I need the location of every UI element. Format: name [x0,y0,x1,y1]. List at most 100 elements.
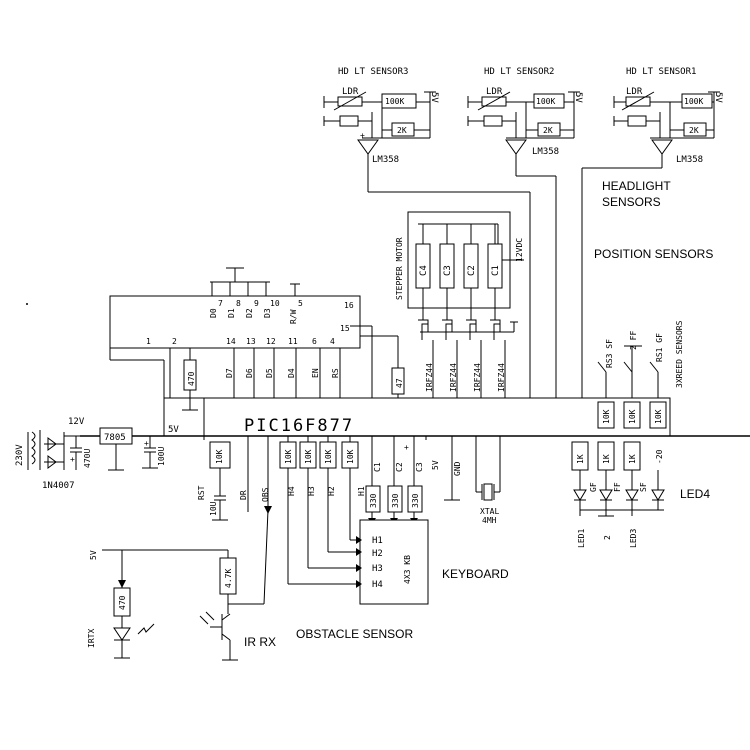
svg-text:2 FF: 2 FF [629,331,638,350]
position-sensors-label: POSITION SENSORS [594,247,713,261]
fet-label-4: IRFZ44 [497,363,506,392]
svg-text:8: 8 [236,299,241,308]
headlight-label-1: HEADLIGHT [602,179,671,193]
svg-text:C2: C2 [395,462,404,472]
coil-c1: C1 [487,224,503,320]
svg-text:C1: C1 [491,265,501,276]
svg-text:47: 47 [395,378,404,388]
svg-text:D6: D6 [245,368,254,378]
sensor-title: HD LT SENSOR2 [484,67,554,77]
ac-label: 230V [15,444,25,466]
rst-label: RST [197,485,206,500]
ir-led-symbol [113,627,131,641]
cap-in-label: 470U [83,449,92,468]
svg-text:D2: D2 [245,308,254,318]
svg-text:C3: C3 [415,462,424,472]
opamp-label: LM358 [372,155,399,165]
led4-label: LED4 [680,487,710,501]
gnd-label: GND [453,461,462,476]
cap-out-label: 100U [157,447,166,466]
svg-text:D5: D5 [265,368,274,378]
resistor-10k-reed-1 [597,401,615,429]
obstacle-sensor-label: OBSTACLE SENSOR [296,627,413,641]
sensor-title: HD LT SENSOR1 [626,67,696,77]
svg-text:LED1: LED1 [577,529,586,548]
svg-text:5: 5 [298,299,303,308]
svg-text:H1: H1 [372,536,383,546]
svg-text:10K: 10K [284,449,293,464]
resistor-330-c1 [365,485,381,513]
r1-label: 100K [385,97,404,106]
svg-text:C1: C1 [373,462,382,472]
svg-text:H1: H1 [357,486,366,496]
led-outputs: 1K 1K 1K -20 GF FF SF LED1 2 LED3 [571,441,665,548]
svg-text:15: 15 [340,324,350,333]
svg-text:RS1 GF: RS1 GF [655,333,664,362]
svg-text:EN: EN [311,368,320,378]
xtal-label-2: 4MH [482,516,497,525]
pic-microcontroller: PIC16F877 [203,397,671,437]
svg-text:10K: 10K [628,409,637,424]
svg-text:1K: 1K [628,454,637,464]
coil-c3: C3 [439,224,455,320]
svg-text:LED3: LED3 [629,529,638,548]
coil-c2: C2 [463,224,479,320]
keypad-label: 4X3 KB [403,555,412,584]
svg-text:4.7K: 4.7K [224,569,233,588]
fet-label-2: IRFZ44 [449,363,458,392]
svg-text:10K: 10K [324,449,333,464]
stepper-label: STEPPER MOTOR [395,237,404,300]
regulator-label: 7805 [104,433,126,443]
keyboard-label: KEYBOARD [442,567,509,581]
led4-symbol [651,489,665,501]
ir-rx-label: IR RX [244,635,276,649]
opamp-label: LM358 [676,155,703,165]
irtx-label: IRTX [87,629,96,648]
input-voltage: 12V [68,417,85,427]
svg-text:13: 13 [246,337,256,346]
power-supply: 230V 1N4007 12V + 470U 7805 + 100U [15,417,166,491]
mcu-5v-label: 5V [168,425,179,435]
xtal-label-1: XTAL [480,507,499,516]
keypad-body [359,519,429,605]
svg-text:6: 6 [312,337,317,346]
svg-text:9: 9 [254,299,259,308]
supply-label: 5V [429,92,439,103]
reed-sensors: RS3 SF 2 FF RS1 GF 3XREED SENSORS 10K 10… [597,320,684,429]
svg-text:470: 470 [118,595,127,610]
ir-5v-label: 5V [89,550,98,560]
svg-text:D4: D4 [287,368,296,378]
opamp-label: LM358 [532,147,559,157]
resistor-330-c2 [387,485,403,513]
svg-text:D3: D3 [263,308,272,318]
crystal [483,483,493,501]
supply-label: 5V [713,92,723,103]
svg-text:10K: 10K [346,449,355,464]
svg-text:D1: D1 [227,308,236,318]
svg-text:4: 4 [330,337,335,346]
trim-pot [627,115,647,127]
svg-text:SF: SF [639,482,648,492]
svg-text:C4: C4 [419,265,429,276]
svg-text:10K: 10K [602,409,611,424]
svg-text:+: + [144,439,149,448]
keypad-4x3: 4X3 KB H1 H2 H3 H4 [288,519,429,605]
stepper-motor: STEPPER MOTOR 12VDC C4 C3 C2 C1 [395,211,524,398]
r1-label: 100K [536,97,555,106]
svg-text:10: 10 [270,299,280,308]
lcd-connector: D0 D1 D2 D3 R/W 7 8 9 10 5 16 15 1 2 14 … [109,267,399,398]
resistor-10k-h2 [319,441,337,469]
diode-label: 1N4007 [42,481,75,491]
resistor-330-c3 [407,485,423,513]
mcu-bottom-connections: 10K RST 10U DR OBS 10K 10K 10K 10K H4 H3… [197,436,501,605]
ir-obstacle-sensor: 5V 470 IRTX 4.7K IR RX [87,549,276,661]
svg-text:D7: D7 [225,368,234,378]
fet-label-3: IRFZ44 [473,363,482,392]
reed-side-label: 3XREED SENSORS [675,320,684,388]
svg-text:14: 14 [226,337,236,346]
r2-label: 2K [543,126,553,135]
trim-pot [339,115,359,127]
trim-pot [483,115,503,127]
mcu-name: PIC16F877 [244,416,354,436]
